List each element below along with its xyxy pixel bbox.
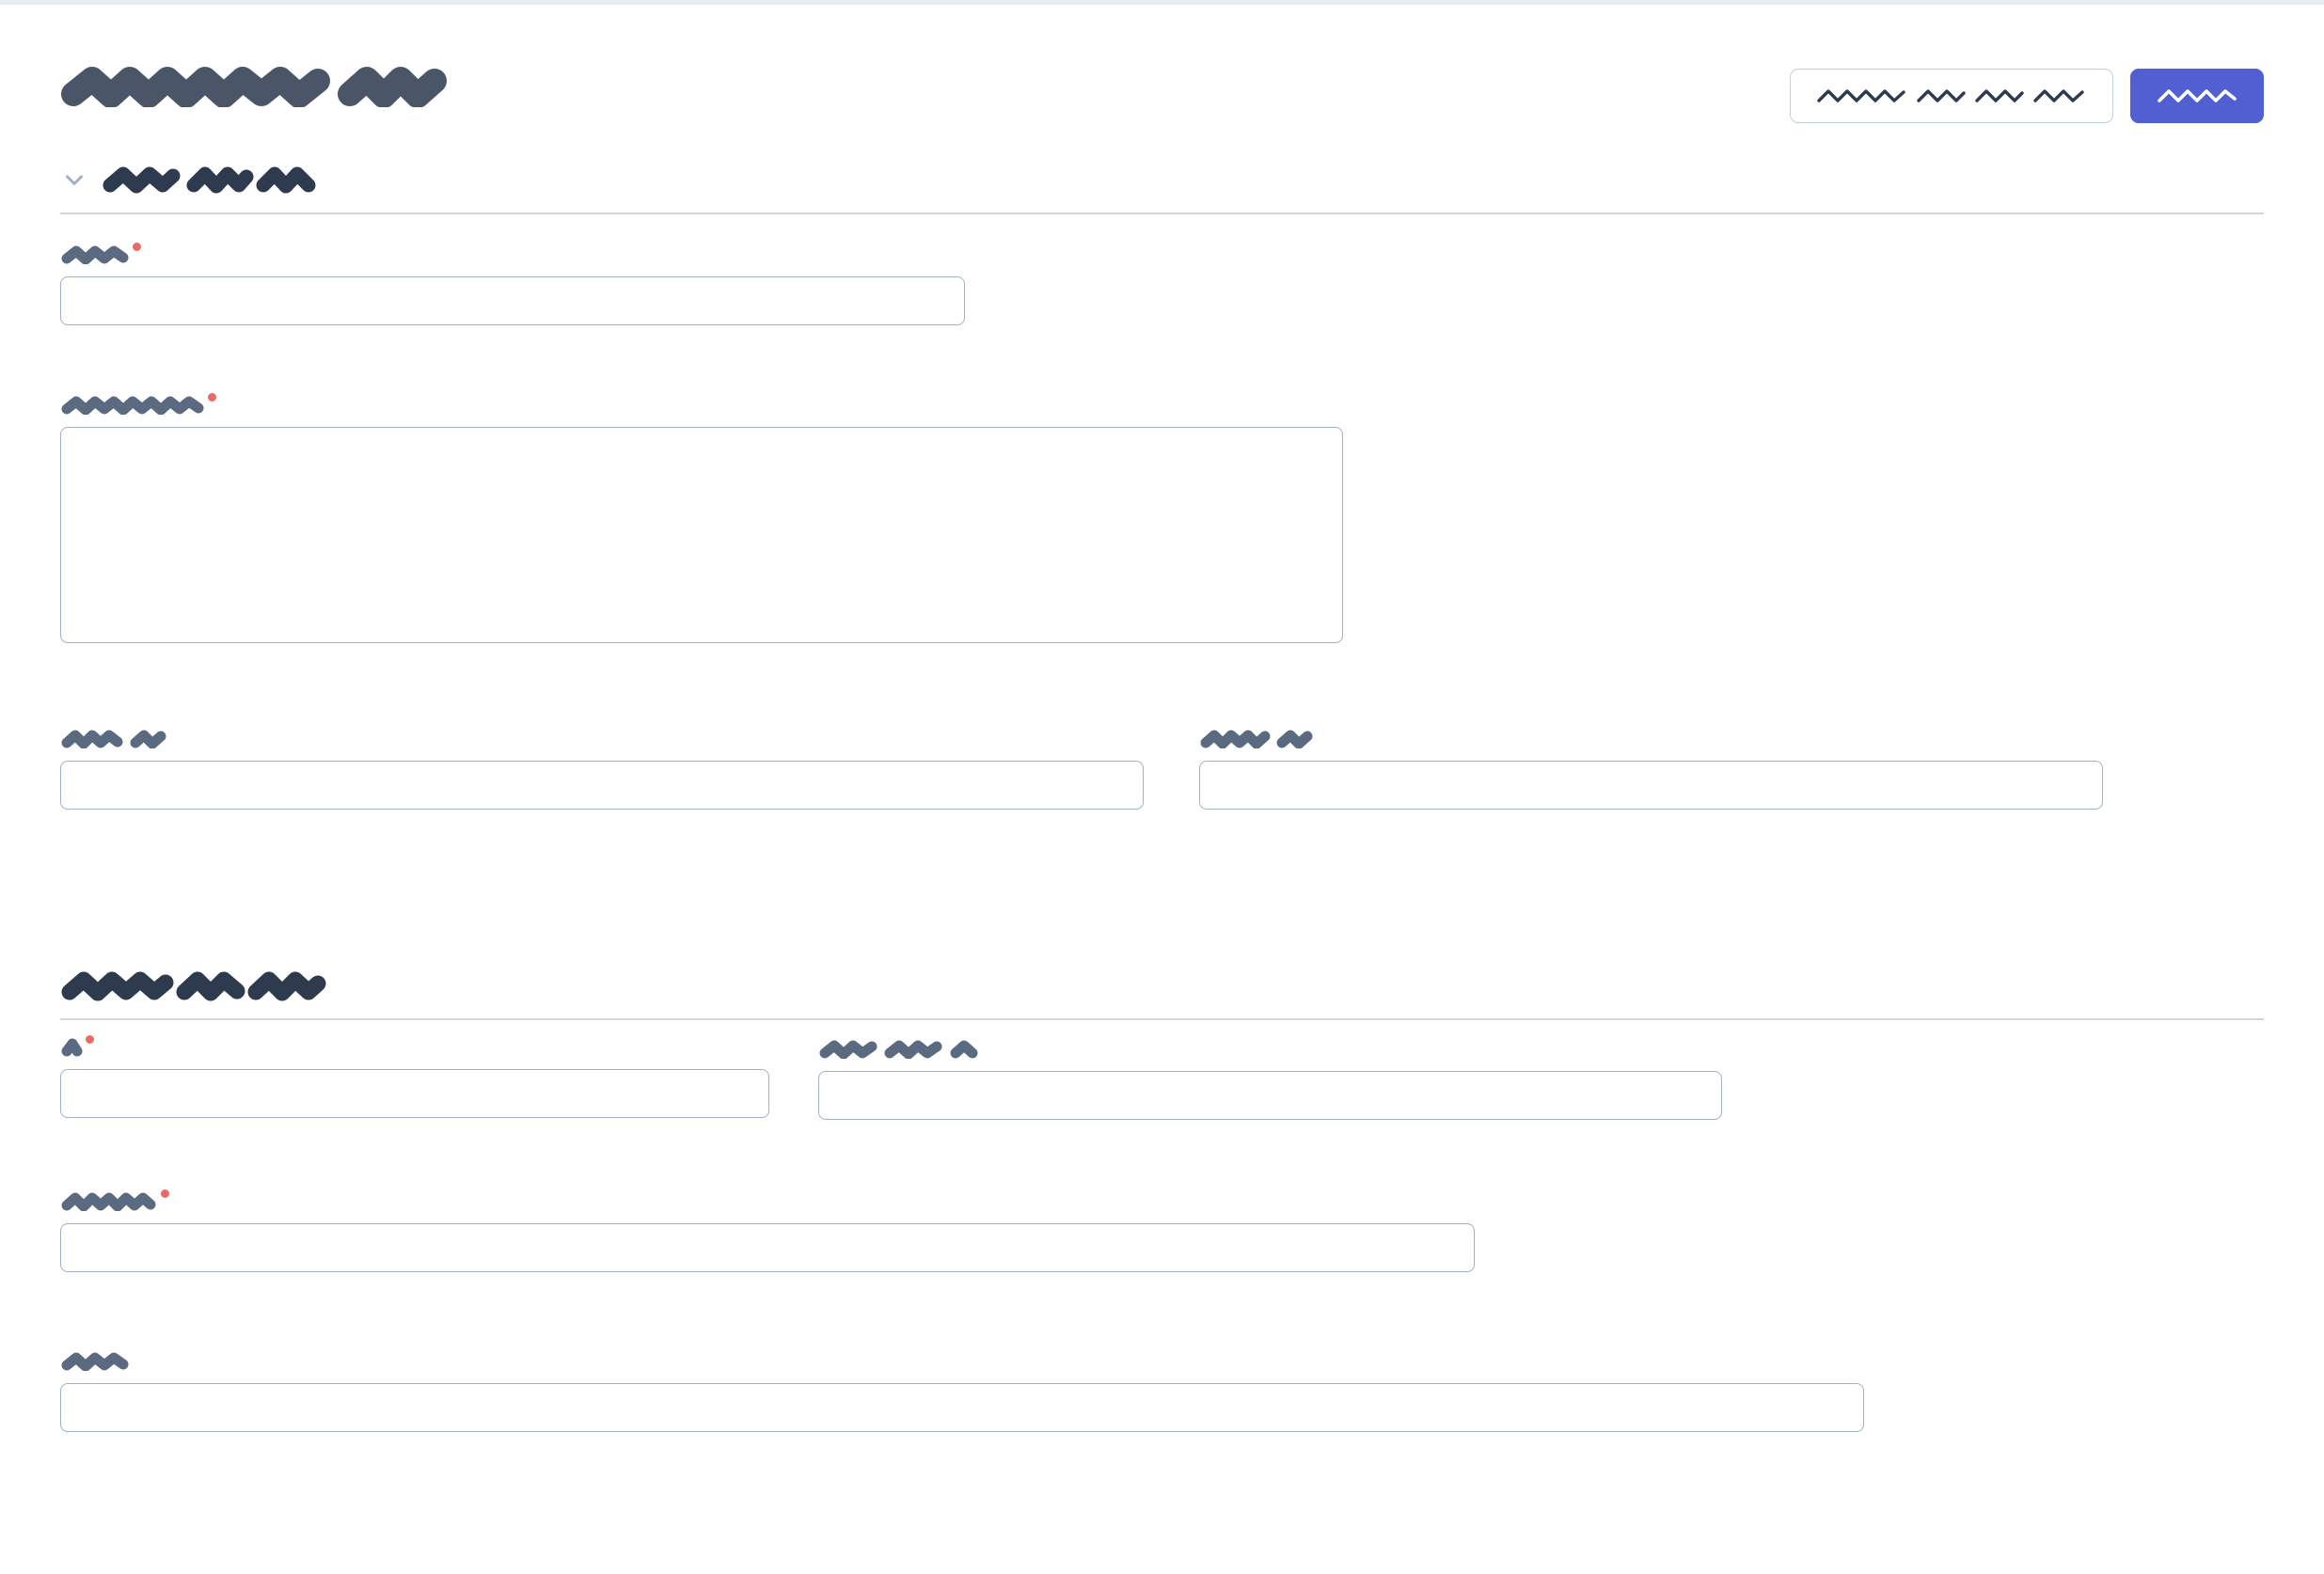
section-one-divider <box>60 212 2264 214</box>
field-address-input[interactable] <box>60 1223 1475 1272</box>
secondary-button[interactable] <box>1790 69 2113 123</box>
primary-button[interactable] <box>2130 69 2264 123</box>
field-id-required-marker <box>86 1035 94 1044</box>
field-date-start-input[interactable] <box>60 761 1144 810</box>
field-address-label <box>60 1189 169 1212</box>
field-secondary-id-label <box>818 1039 984 1060</box>
top-strip <box>0 0 2324 5</box>
field-date-end-input[interactable] <box>1199 761 2103 810</box>
redacted-field-name-label-mark <box>60 245 130 264</box>
section-one <box>60 160 2264 214</box>
redacted-field-date-start-label-mark <box>60 730 169 748</box>
field-name-input[interactable] <box>60 276 965 325</box>
redacted-field-id-label-mark <box>60 1038 83 1057</box>
field-address <box>60 1189 1475 1272</box>
section-two <box>60 966 2264 1020</box>
section-one-title <box>102 165 320 194</box>
field-extra-label <box>60 1351 132 1372</box>
form-page <box>0 5 2324 1574</box>
header-actions <box>1790 69 2264 123</box>
section-two-title <box>60 969 327 1001</box>
field-date-start <box>60 729 1144 810</box>
field-description-textarea[interactable] <box>60 427 1343 643</box>
field-description-required-marker <box>208 393 216 401</box>
section-two-divider <box>60 1018 2264 1020</box>
field-date-end-label <box>1199 729 1318 749</box>
redacted-field-date-end-label-mark <box>1199 730 1318 748</box>
field-name-label <box>60 243 141 265</box>
field-date-end <box>1199 729 2103 810</box>
field-extra <box>60 1351 1864 1432</box>
redacted-field-secondary-id-label-mark <box>818 1040 984 1059</box>
redacted-section-one-title-mark <box>102 165 320 194</box>
redacted-field-address-label-mark <box>60 1192 158 1211</box>
redacted-field-extra-label-mark <box>60 1352 132 1371</box>
redacted-field-description-label-mark <box>60 396 205 415</box>
field-description <box>60 393 1343 643</box>
section-two-header <box>60 966 2264 1005</box>
redacted-primary-button-label <box>2156 86 2238 106</box>
field-id-input[interactable] <box>60 1069 769 1118</box>
field-extra-input[interactable] <box>60 1383 1864 1432</box>
chevron-down-icon[interactable] <box>60 165 88 194</box>
redacted-secondary-button-label <box>1815 86 2088 106</box>
page-title <box>60 66 455 107</box>
field-id <box>60 1035 769 1118</box>
field-secondary-id-input[interactable] <box>818 1071 1722 1120</box>
redacted-section-two-title-mark <box>60 971 327 1001</box>
field-date-start-label <box>60 729 169 749</box>
section-one-header[interactable] <box>60 160 2264 199</box>
field-name <box>60 243 965 325</box>
field-secondary-id <box>818 1039 1722 1120</box>
field-name-required-marker <box>133 243 141 251</box>
page-header <box>60 56 2264 123</box>
redacted-title-mark <box>60 66 455 107</box>
field-description-label <box>60 393 216 416</box>
field-id-label <box>60 1035 94 1058</box>
field-address-required-marker <box>161 1189 169 1198</box>
